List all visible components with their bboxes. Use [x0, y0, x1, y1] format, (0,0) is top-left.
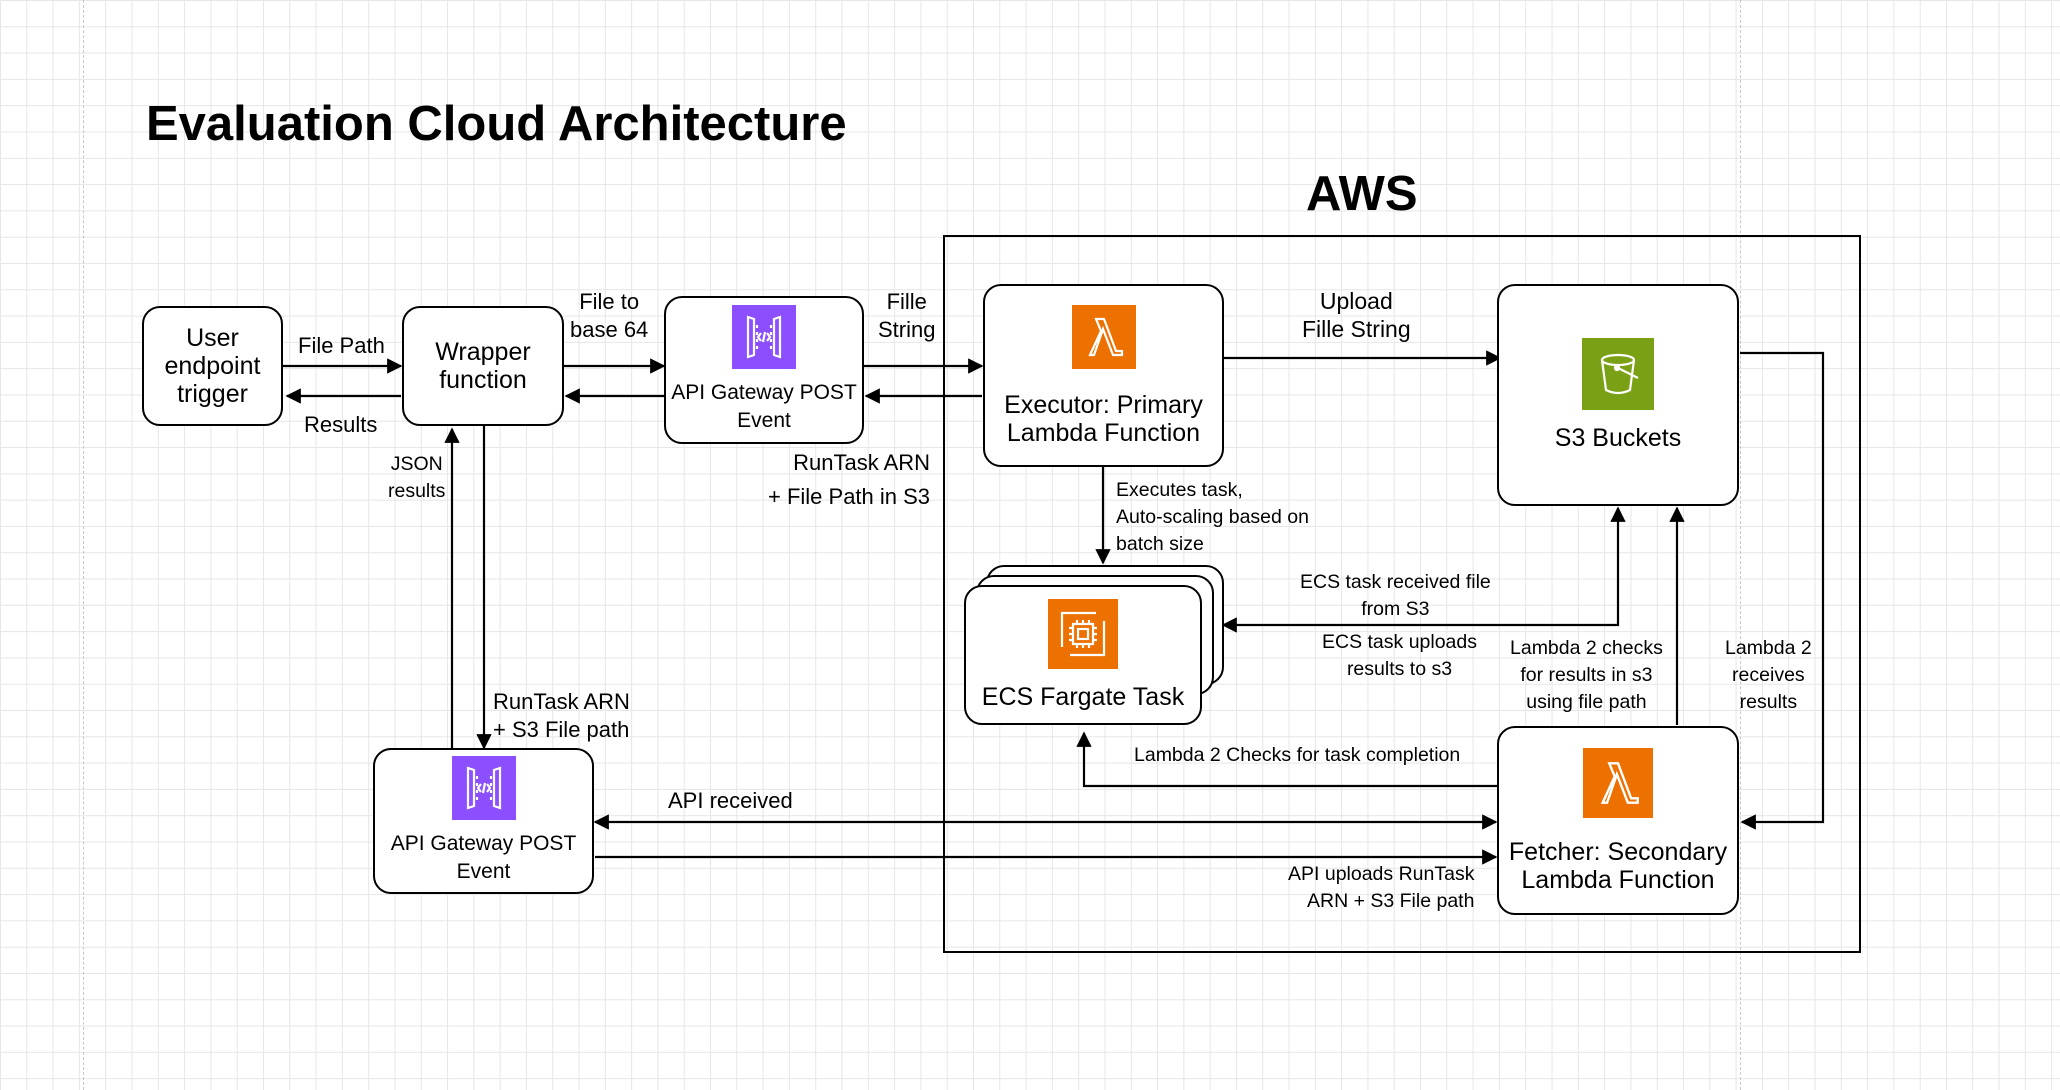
label-json-results: JSON results — [388, 453, 446, 502]
label-fille-string: Fille String — [878, 289, 936, 342]
s3-bucket-icon — [1582, 338, 1654, 410]
api-gateway-icon — [732, 305, 796, 369]
diagram-title: Evaluation Cloud Architecture — [146, 97, 847, 151]
page-boundary-left — [83, 0, 84, 1090]
label-ecs-received: ECS task received file from S3 — [1300, 571, 1491, 620]
api-gateway-top-node[interactable]: API Gateway POST Event — [664, 296, 864, 444]
label-lambda2-checks-completion: Lambda 2 Checks for task completion — [1134, 744, 1461, 766]
ecs-fargate-node[interactable]: ECS Fargate Task — [964, 585, 1202, 725]
page-boundary-right — [1740, 0, 1741, 1090]
label-lambda2-receives: Lambda 2 receives results — [1725, 637, 1812, 713]
aws-label: AWS — [1306, 167, 1418, 221]
fetcher-lambda-node[interactable]: Fetcher: Secondary Lambda Function — [1497, 726, 1739, 915]
user-endpoint-trigger-node[interactable]: User endpoint trigger — [142, 306, 283, 426]
edge-s3-ecs — [1221, 506, 1626, 633]
label-ecs-uploads: ECS task uploads results to s3 — [1322, 631, 1478, 680]
lambda-icon — [1071, 304, 1136, 369]
edge-s3-to-fetcher — [1740, 351, 1825, 830]
label-api-received: API received — [668, 788, 793, 813]
fargate-icon — [1048, 599, 1118, 669]
executor-lambda-node[interactable]: Executor: Primary Lambda Function — [983, 284, 1224, 467]
label-file-path: File Path — [298, 333, 385, 358]
api-gateway-bottom-label: API Gateway POST Event — [390, 832, 577, 883]
lambda-icon — [1583, 747, 1653, 818]
label-runtask-arn-s3: RunTask ARN + S3 File path — [493, 689, 630, 742]
wrapper-function-node[interactable]: Wrapper function — [402, 306, 564, 426]
user-endpoint-trigger-label: User endpoint trigger — [164, 324, 261, 408]
ecs-fargate-label: ECS Fargate Task — [981, 683, 1185, 711]
label-upload-fille-string: Upload Fille String — [1302, 288, 1411, 342]
edge-fetcher-to-ecs — [1076, 731, 1497, 788]
s3-buckets-node[interactable]: S3 Buckets — [1497, 284, 1739, 506]
s3-buckets-label: S3 Buckets — [1554, 424, 1682, 452]
api-gateway-top-label: API Gateway POST Event — [671, 381, 857, 432]
api-gateway-icon — [451, 756, 516, 820]
label-file-to-base64: File to base 64 — [570, 289, 649, 342]
label-results: Results — [304, 412, 378, 437]
fetcher-lambda-label: Fetcher: Secondary Lambda Function — [1508, 837, 1728, 894]
label-lambda2-checks-s3: Lambda 2 checks for results in s3 using … — [1510, 637, 1663, 713]
aws-boundary[interactable] — [943, 235, 1861, 953]
executor-lambda-label: Executor: Primary Lambda Function — [1004, 390, 1203, 447]
label-executes-task: Executes task, Auto-scaling based on bat… — [1116, 479, 1309, 555]
api-gateway-bottom-node[interactable]: API Gateway POST Event — [373, 748, 594, 894]
label-runtask-arn-file-path: RunTask ARN + File Path in S3 — [768, 450, 931, 509]
wrapper-function-label: Wrapper function — [435, 338, 531, 394]
label-api-uploads: API uploads RunTask ARN + S3 File path — [1288, 863, 1475, 912]
